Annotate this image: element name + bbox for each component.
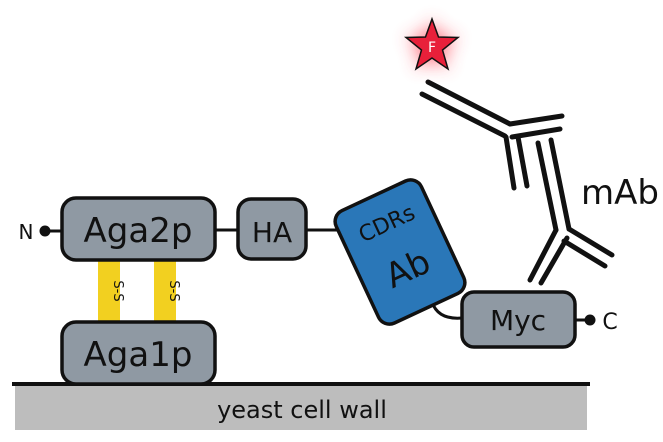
disulfide-bond-right: S-S (154, 258, 181, 324)
disulfide-label-left: S-S (110, 280, 125, 301)
antibody-fragment-box (333, 178, 467, 326)
ha-tag-label: HA (252, 216, 292, 249)
n-terminus-label: N (19, 220, 34, 244)
c-terminus-dot (584, 314, 596, 326)
disulfide-label-right: S-S (166, 280, 181, 301)
monoclonal-antibody (419, 79, 615, 286)
c-terminus-label: C (602, 310, 617, 335)
aga2p-label: Aga2p (84, 211, 193, 251)
aga2p-box (60, 196, 217, 262)
disulfide-bond-left: S-S (98, 258, 125, 324)
antibody-fragment: CDRs Ab (333, 178, 467, 326)
aga1p-label: Aga1p (84, 335, 193, 375)
cell-wall-label: yeast cell wall (217, 396, 387, 424)
ha-tag-box (236, 197, 308, 261)
aga1p-box (60, 320, 217, 386)
fluorophore-star: F (403, 16, 461, 71)
mab-label: mAb (581, 173, 659, 213)
myc-tag-box (460, 290, 577, 349)
myc-tag-label: Myc (490, 304, 546, 337)
cell-wall-band (15, 384, 587, 430)
fluorophore-label: F (428, 40, 436, 56)
star-icon (403, 16, 461, 71)
